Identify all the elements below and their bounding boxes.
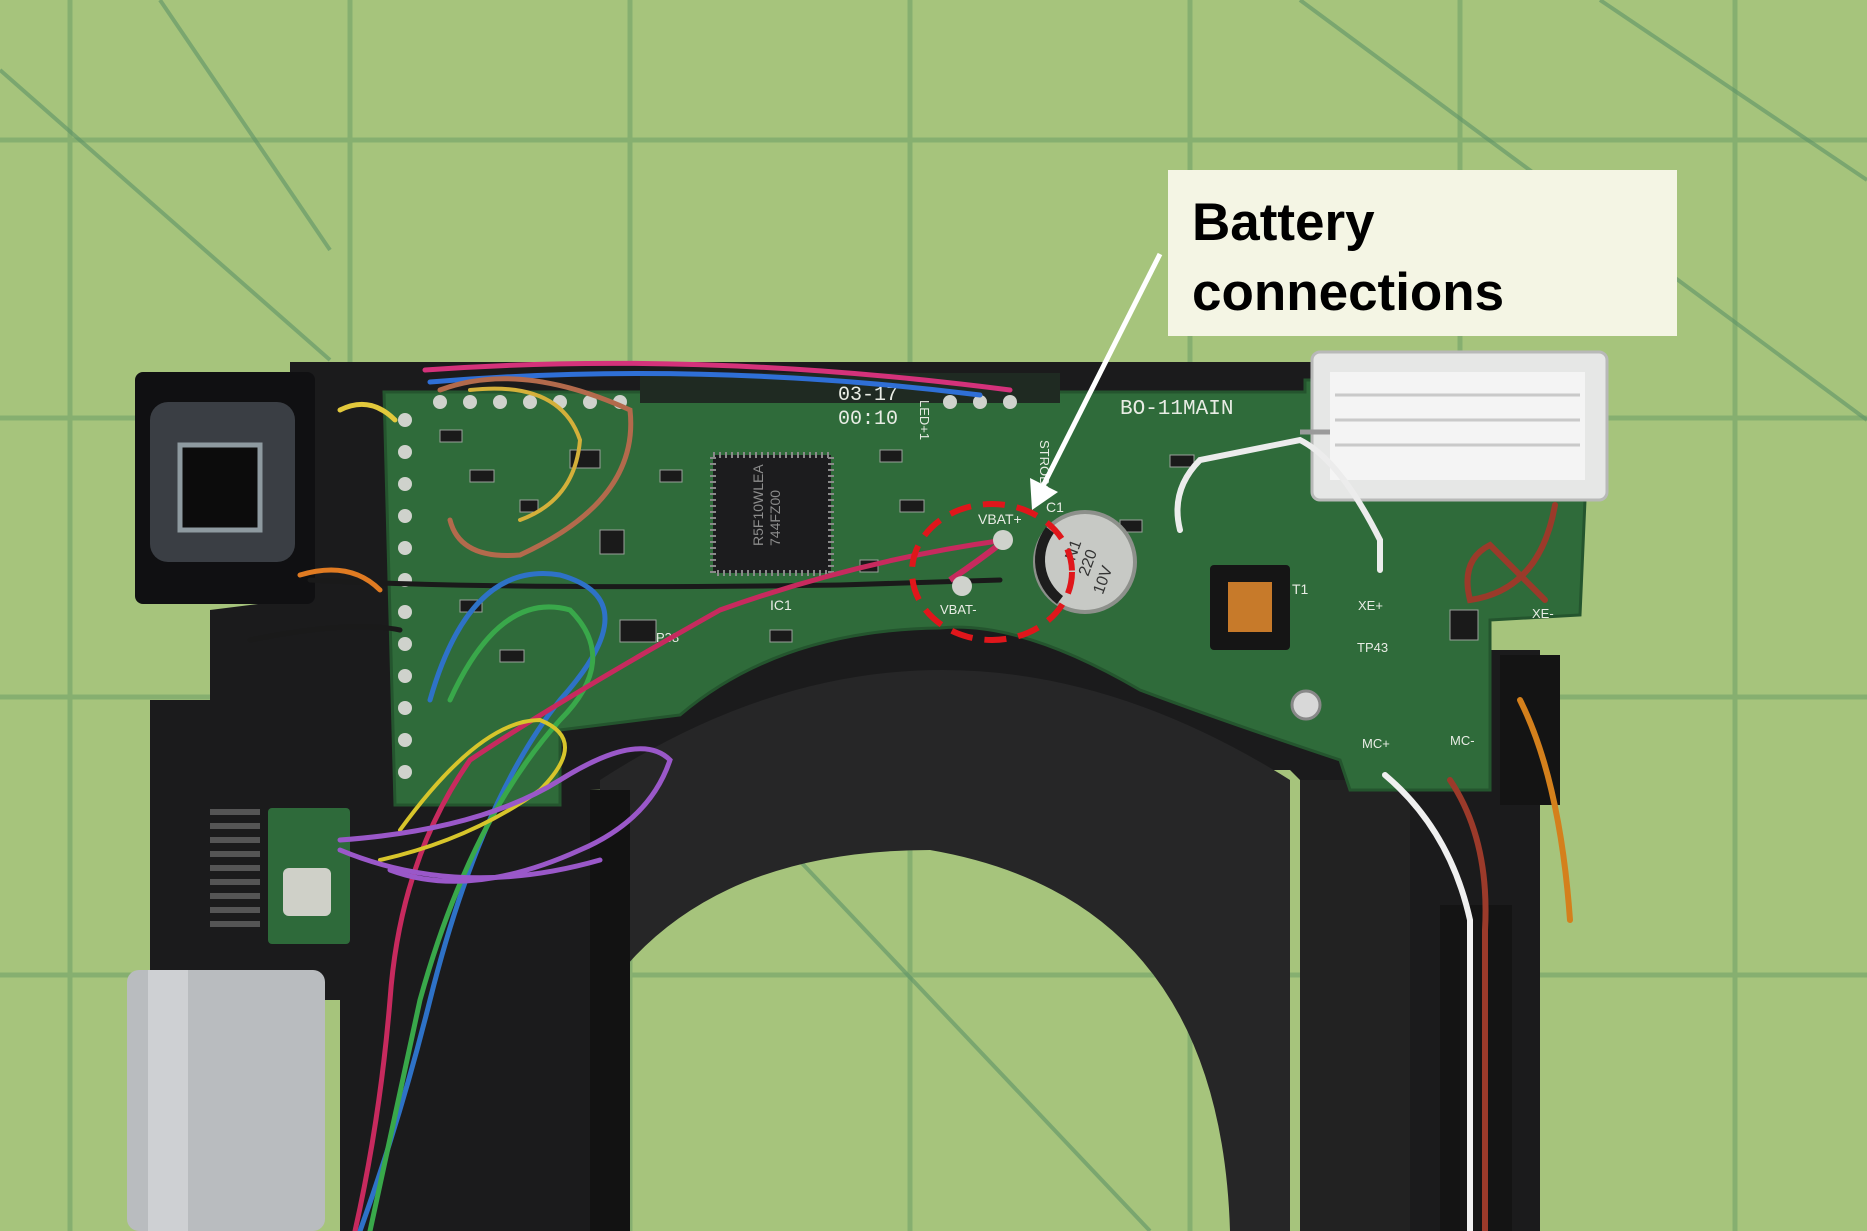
- frame-left-leg: [590, 790, 630, 1231]
- strobe-label: STROBO: [1037, 440, 1052, 495]
- flash-tube: [1300, 350, 1609, 502]
- spring: [210, 809, 260, 927]
- time-label: 00:10: [838, 408, 898, 431]
- date-label: 03-17: [838, 384, 898, 407]
- pin-header-top: [433, 395, 1017, 409]
- chip-marking: R5F10WLEA: [750, 464, 766, 546]
- ic1-label: IC1: [770, 597, 792, 613]
- wires: [247, 360, 1573, 1231]
- callout-arrow: [1039, 252, 1163, 490]
- frame-right-leg: [1300, 780, 1410, 1231]
- screw: [1290, 689, 1322, 721]
- battery-highlight-circle: [909, 501, 1075, 643]
- main-pcb: [382, 378, 1587, 807]
- board-id-label: BO-11MAIN: [1120, 398, 1233, 421]
- battery-callout: Battery connections: [1168, 170, 1677, 336]
- microcontroller-chip: [710, 452, 834, 576]
- frame-curve: [600, 670, 1290, 1231]
- mc-minus-label: MC-: [1450, 733, 1475, 748]
- callout-line-1: Battery: [1192, 193, 1375, 252]
- xe-minus-label: XE-: [1532, 606, 1554, 621]
- vbat-plus-label: VBAT+: [978, 511, 1022, 527]
- chip-marking-sub: 744FZ00: [767, 490, 783, 546]
- vbat-plus-pad: [993, 530, 1013, 550]
- pin-header-left: [398, 413, 412, 779]
- mc-plus-label: MC+: [1362, 736, 1390, 751]
- led-label: LED+1: [917, 400, 932, 440]
- viewfinder-window: [177, 442, 263, 533]
- tp43-label: TP43: [1357, 640, 1388, 655]
- vbat-minus-label: VBAT-: [940, 602, 977, 617]
- t1-label: T1: [1292, 581, 1309, 597]
- c1-label: C1: [1046, 499, 1064, 515]
- callout-line-2: connections: [1192, 263, 1505, 322]
- xe-plus-label: XE+: [1358, 598, 1383, 613]
- vbat-minus-pad: [952, 576, 972, 596]
- callout-arrowhead: [1030, 478, 1058, 510]
- push-button: [283, 868, 331, 916]
- flash-bracket: [1440, 905, 1512, 1231]
